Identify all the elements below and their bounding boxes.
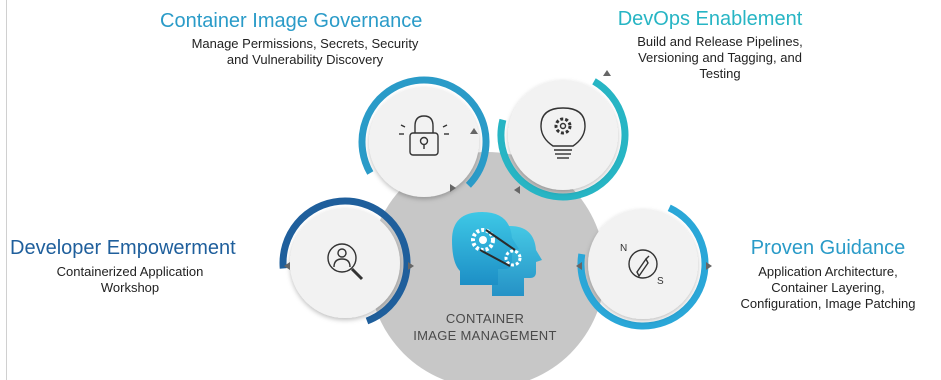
- center-label-line-2: IMAGE MANAGEMENT: [413, 328, 557, 343]
- guidance-description: Application Architecture, Container Laye…: [715, 264, 941, 312]
- arrow-down-icon: [603, 70, 611, 76]
- governance-desc-line-2: and Vulnerability Discovery: [226, 52, 384, 67]
- arrow-left-icon: [576, 262, 582, 270]
- developer-description: Containerized Application Workshop: [10, 264, 250, 296]
- compass-n-label: N: [620, 243, 627, 254]
- developer-node: [279, 197, 414, 329]
- governance-desc-line-1: Manage Permissions, Secrets, Security: [191, 36, 419, 51]
- arrow-right-icon: [408, 262, 414, 270]
- arrow-left-icon: [284, 262, 290, 270]
- center-label: CONTAINER IMAGE MANAGEMENT: [385, 310, 585, 344]
- guidance-desc-line-3: Configuration, Image Patching: [740, 296, 916, 311]
- governance-title: Container Image Governance: [160, 10, 423, 32]
- devops-desc-line-1: Build and Release Pipelines,: [637, 34, 803, 49]
- left-border: [6, 0, 7, 380]
- padlock-icon: [399, 115, 449, 156]
- person-magnifier-icon: [327, 243, 364, 281]
- governance-text: Container Image Governance Manage Permis…: [160, 10, 450, 68]
- guidance-desc-line-1: Application Architecture,: [758, 264, 898, 279]
- guidance-desc-line-2: Container Layering,: [771, 280, 885, 295]
- arrow-left-icon: [514, 186, 520, 194]
- guidance-text: Proven Guidance Application Architecture…: [715, 237, 941, 312]
- developer-text: Developer Empowerment Containerized Appl…: [10, 237, 280, 296]
- devops-node: [497, 69, 629, 201]
- compass-s-label: S: [657, 276, 664, 287]
- center-label-line-1: CONTAINER: [445, 311, 525, 326]
- developer-title: Developer Empowerment: [10, 237, 236, 259]
- devops-title: DevOps Enablement: [617, 8, 803, 30]
- compass-icon: [628, 249, 658, 279]
- governance-node: [358, 76, 490, 208]
- arrow-right-icon: [706, 262, 712, 270]
- devops-text: DevOps Enablement Build and Release Pipe…: [600, 8, 840, 82]
- devops-description: Build and Release Pipelines, Versioning …: [600, 34, 840, 82]
- developer-desc-line-2: Workshop: [100, 280, 160, 295]
- arrow-up-icon: [470, 128, 478, 134]
- guidance-title: Proven Guidance: [750, 237, 906, 259]
- guidance-node: N S: [576, 198, 712, 330]
- devops-desc-line-2: Versioning and Tagging, and: [638, 50, 802, 65]
- lightbulb-gear-icon: [540, 107, 586, 159]
- devops-desc-line-3: Testing: [699, 66, 741, 81]
- arrow-right-icon: [450, 184, 456, 192]
- governance-description: Manage Permissions, Secrets, Security an…: [160, 36, 450, 68]
- developer-desc-line-1: Containerized Application: [56, 264, 204, 279]
- two-heads-gear-icon: [452, 212, 542, 296]
